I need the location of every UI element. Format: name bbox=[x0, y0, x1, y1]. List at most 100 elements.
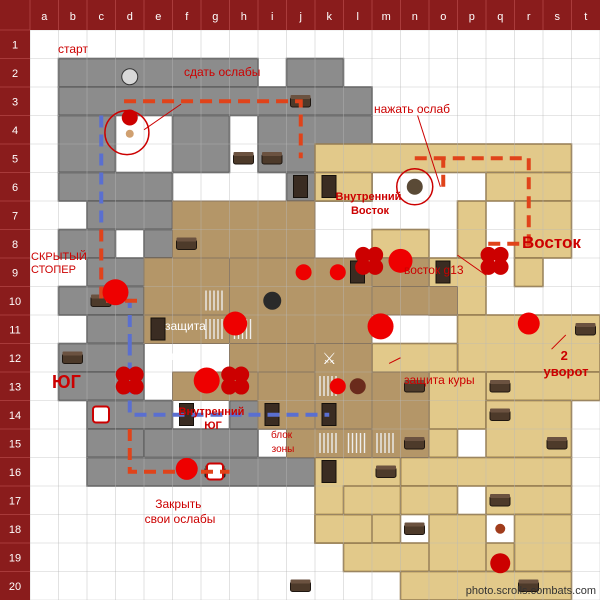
leader-line bbox=[388, 357, 401, 364]
row-label: 3 bbox=[12, 96, 18, 108]
label-hidden-stopper-line2: СТОПЕР bbox=[31, 264, 76, 276]
row-label: 19 bbox=[9, 552, 21, 564]
door-icon bbox=[293, 175, 308, 198]
loot-chest-icon bbox=[404, 437, 425, 450]
gray-zone-cell bbox=[57, 86, 373, 117]
label-close-weak: Закрыть свои ослабы bbox=[145, 497, 216, 526]
chest-icon bbox=[176, 237, 197, 250]
marker-defense bbox=[223, 311, 248, 336]
chest-lid bbox=[518, 579, 539, 584]
label-east: Восток bbox=[522, 233, 581, 252]
npc-icon bbox=[125, 129, 134, 138]
row-label: 10 bbox=[9, 296, 21, 308]
column-label: m bbox=[382, 11, 391, 23]
column-label: s bbox=[555, 11, 561, 23]
routes bbox=[99, 99, 567, 474]
grate-icon bbox=[205, 319, 223, 339]
blob-part bbox=[115, 378, 132, 395]
route-red-top bbox=[124, 99, 303, 159]
row-label: 17 bbox=[9, 495, 21, 507]
chest-lid bbox=[262, 152, 282, 156]
blob-part bbox=[221, 366, 238, 383]
loot-chest-icon bbox=[575, 323, 596, 336]
loot-chest-icon bbox=[489, 380, 511, 393]
door-icon bbox=[321, 175, 337, 198]
column-label: q bbox=[497, 11, 503, 23]
label-inner-east: Внутренний Восток bbox=[336, 191, 405, 217]
player-start-marker bbox=[121, 109, 138, 126]
column-label: p bbox=[469, 11, 475, 23]
highlight-circle-hand-in bbox=[104, 109, 150, 156]
row-label: 13 bbox=[9, 381, 21, 393]
column-label: g bbox=[212, 11, 218, 23]
grate-icon bbox=[347, 433, 366, 453]
marker-inner-east bbox=[355, 246, 384, 275]
column-label: f bbox=[185, 11, 189, 23]
map-objects: ⚔ bbox=[62, 68, 596, 592]
leader-line bbox=[551, 334, 567, 350]
marker-east-g13 bbox=[388, 248, 413, 273]
blob-part bbox=[355, 246, 372, 263]
marker-defense-chicken bbox=[367, 313, 394, 340]
blob-part bbox=[233, 378, 250, 395]
blob-part bbox=[221, 378, 238, 395]
chest-lid bbox=[575, 323, 596, 327]
label-defense: защита bbox=[165, 319, 206, 333]
monster-icon bbox=[263, 291, 282, 310]
chest-icon bbox=[62, 351, 83, 364]
row-label: 11 bbox=[9, 324, 20, 336]
marker-stopper-g13 bbox=[193, 367, 220, 394]
chest-lid bbox=[490, 380, 510, 384]
shield-icon bbox=[92, 405, 110, 424]
row-label: 5 bbox=[12, 153, 18, 165]
blob-part bbox=[355, 258, 372, 275]
column-label: d bbox=[127, 11, 133, 23]
chest-lid bbox=[233, 152, 254, 156]
loot-chest-icon bbox=[489, 408, 511, 421]
chest-lid bbox=[176, 237, 197, 242]
chest-icon bbox=[233, 152, 254, 165]
column-label: o bbox=[440, 11, 446, 23]
blob-part bbox=[480, 258, 497, 275]
blob-part bbox=[492, 246, 509, 263]
tan-zone-cell bbox=[513, 257, 544, 288]
leader-line bbox=[143, 103, 182, 131]
route-red-south bbox=[127, 429, 230, 474]
chest-lid bbox=[404, 380, 425, 384]
chest-lid bbox=[490, 408, 510, 413]
chicken-icon bbox=[349, 378, 366, 395]
loot-chest-icon bbox=[546, 437, 568, 450]
row-label: 8 bbox=[12, 239, 18, 251]
door-icon bbox=[150, 317, 166, 341]
marker-turn-2 bbox=[517, 312, 540, 335]
loot-chest-icon bbox=[518, 579, 539, 592]
label-inner-south: Внутренний ЮГ bbox=[179, 406, 248, 432]
chest-lid bbox=[404, 437, 425, 441]
chest-lid bbox=[290, 579, 311, 584]
label-defense-chicken: защита куры bbox=[404, 373, 475, 387]
label-close-weak-line1: Закрыть bbox=[155, 497, 201, 511]
leader-line bbox=[417, 115, 441, 187]
label-hand-in: сдать ослабы bbox=[184, 65, 260, 79]
door-icon bbox=[435, 260, 451, 284]
column-label: r bbox=[527, 11, 531, 23]
wood-zone-cell bbox=[286, 428, 373, 458]
row-label: 6 bbox=[12, 182, 18, 194]
marker-east bbox=[480, 246, 509, 275]
row-label: 7 bbox=[12, 210, 18, 222]
markers bbox=[102, 246, 540, 480]
grate-icon bbox=[376, 433, 394, 453]
map-labels: старт сдать ослабы нажать ослаб Внутренн… bbox=[31, 42, 596, 597]
label-inner-east-line1: Внутренний bbox=[336, 191, 402, 203]
switch-icon bbox=[406, 178, 423, 195]
label-east-g13: восток g13 bbox=[404, 263, 464, 277]
label-hidden-stopper-line1: СКРЫТЫЙ bbox=[31, 250, 87, 263]
row-label: 14 bbox=[9, 410, 21, 422]
loot-chest-icon bbox=[404, 380, 425, 393]
loot-chest-icon bbox=[375, 465, 397, 478]
row-label: 20 bbox=[9, 581, 21, 593]
blob-part bbox=[367, 258, 384, 275]
route-blue-south bbox=[127, 343, 330, 417]
column-label: n bbox=[412, 11, 418, 23]
